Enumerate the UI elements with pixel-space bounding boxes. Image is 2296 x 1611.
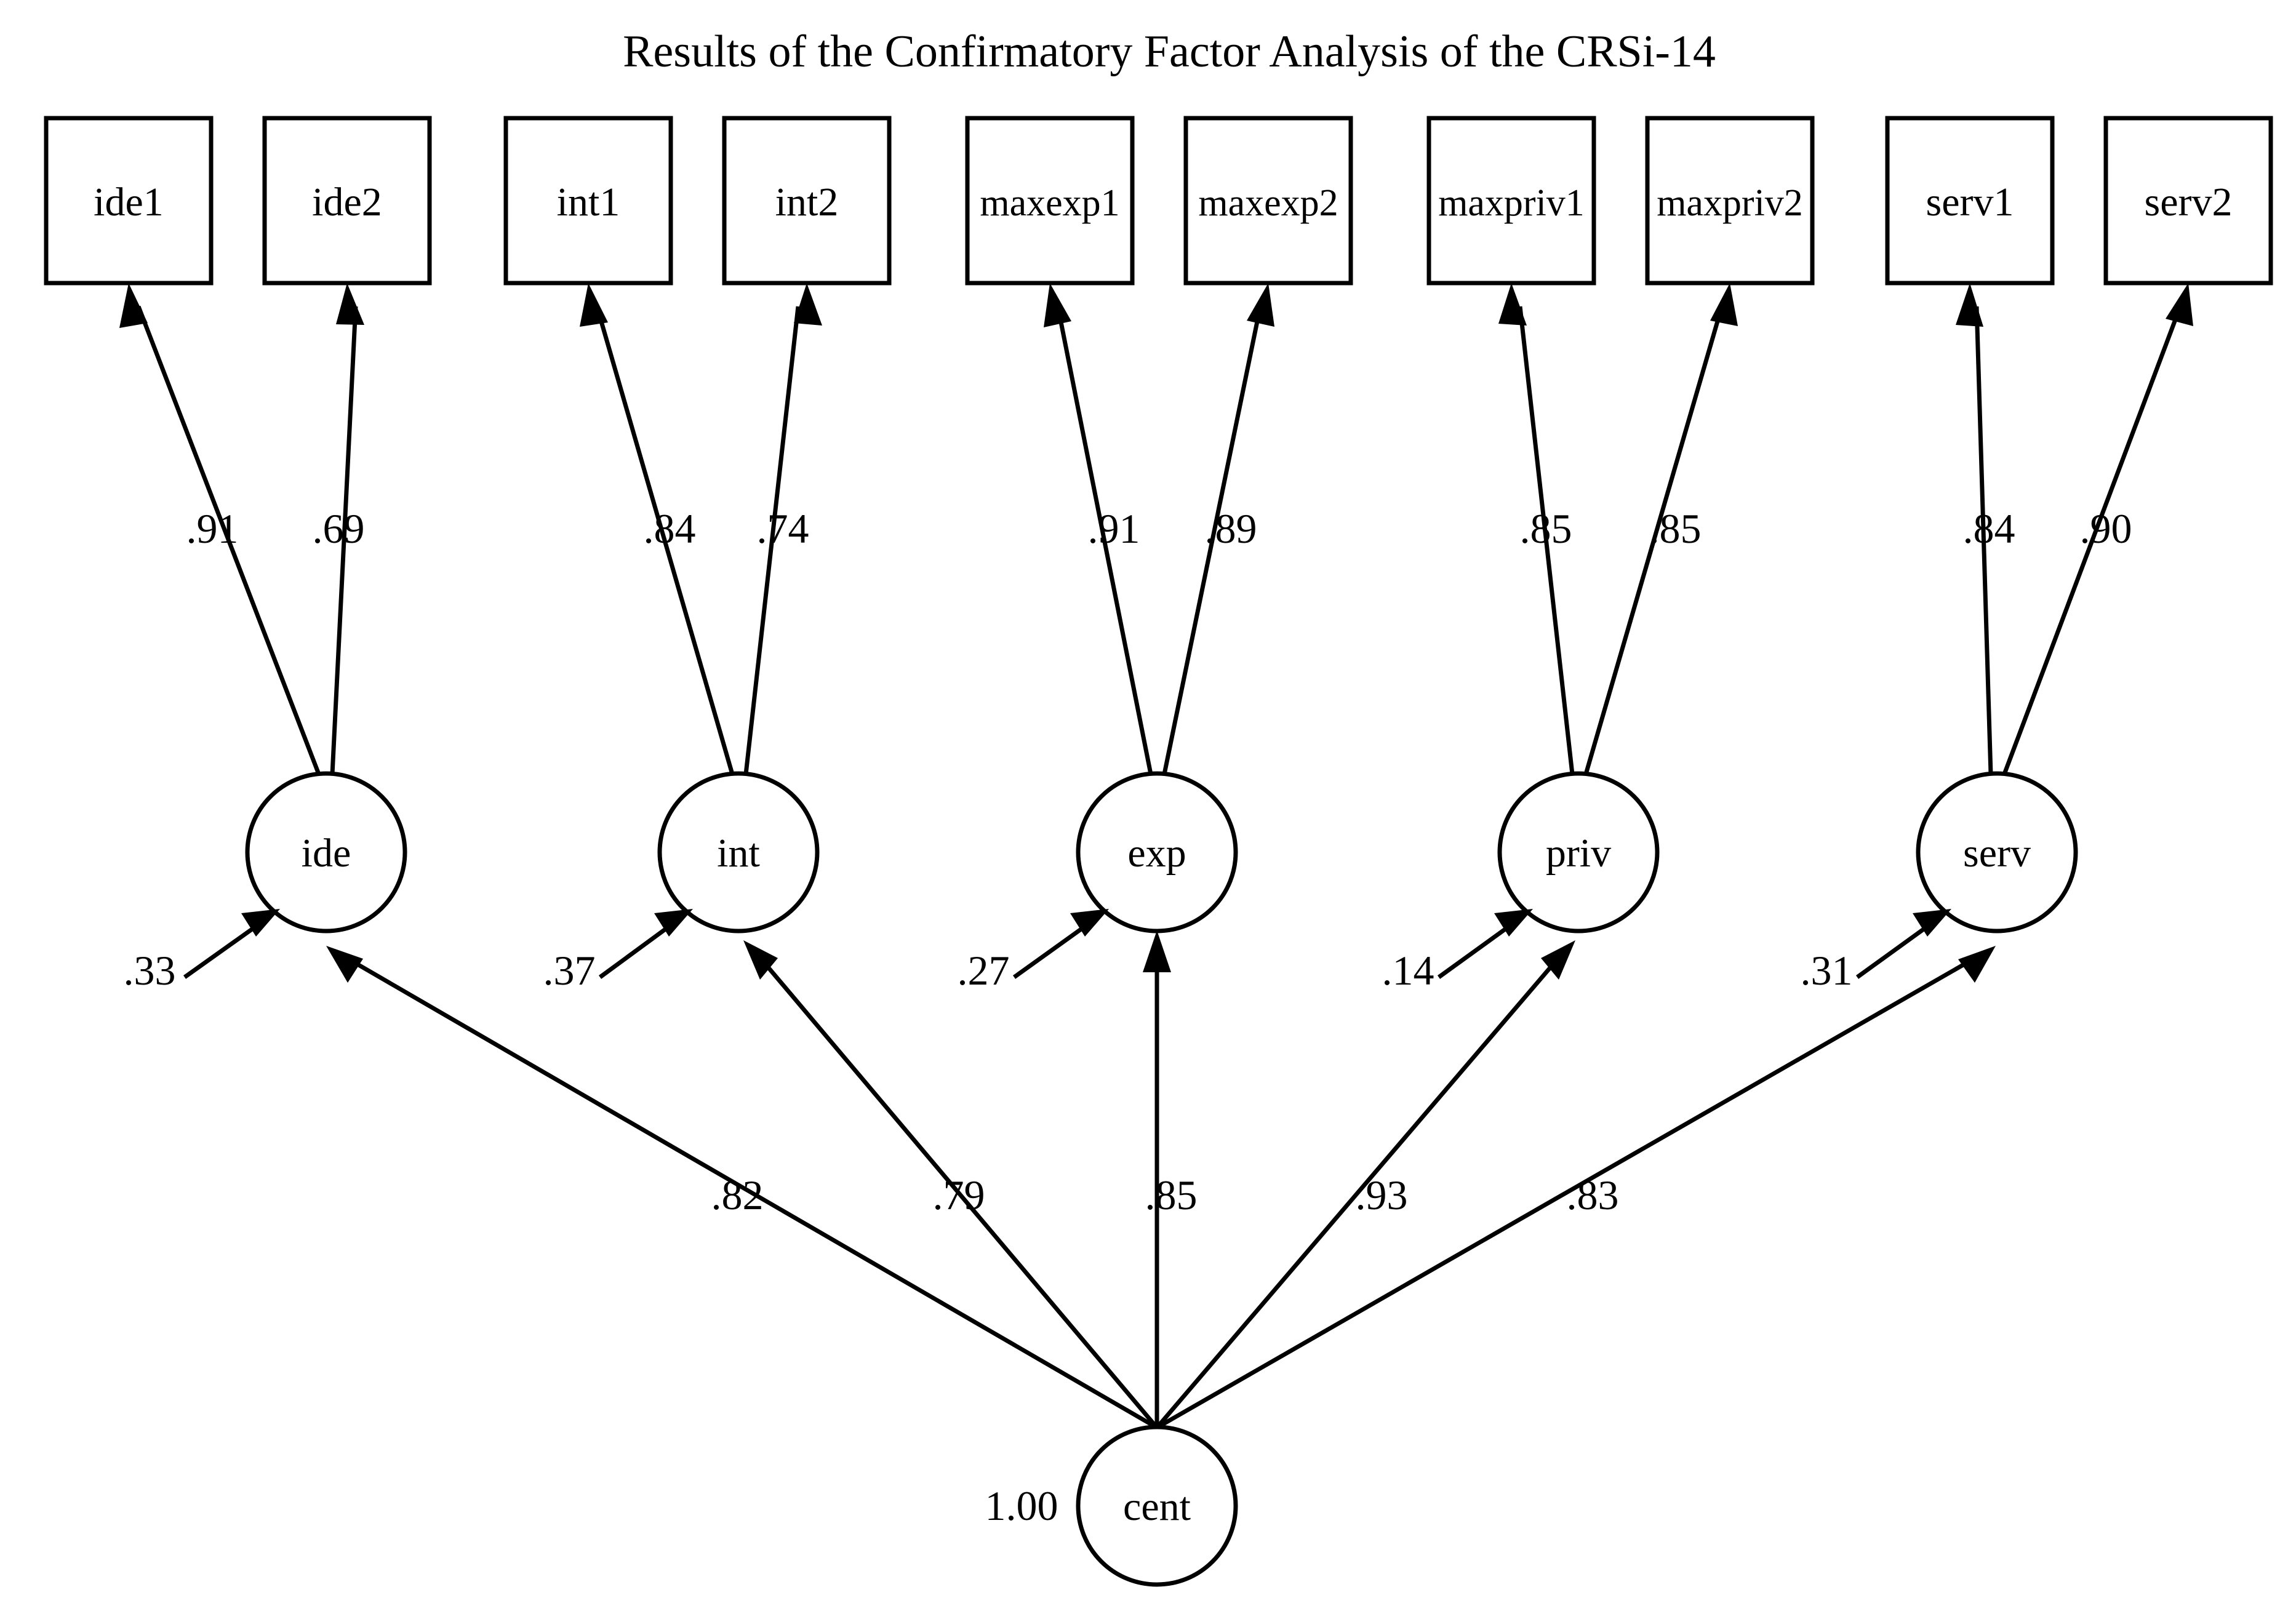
arrowhead-residual-priv <box>1494 909 1533 937</box>
observed-box-maxpriv2 <box>1645 116 1815 286</box>
arrowhead-serv2 <box>2166 283 2193 326</box>
arrowhead-residual-int <box>654 909 693 937</box>
loading-value-maxexp2: .89 <box>1205 505 1257 552</box>
observed-box-maxexp2 <box>1183 116 1353 286</box>
structural-value-exp: .85 <box>1145 1172 1198 1218</box>
variance-value-cent: 1.00 <box>985 1482 1058 1529</box>
observed-label-maxpriv1: maxpriv1 <box>1438 182 1585 224</box>
factor-circle-int <box>657 771 820 933</box>
observed-box-int1 <box>503 116 673 286</box>
residual-value-serv: .31 <box>1801 947 1853 994</box>
factor-circle-ide <box>245 771 407 933</box>
second-order-factor-circle-cent <box>1076 1425 1238 1587</box>
loading-line-ide1 <box>136 305 321 775</box>
residual-value-exp: .27 <box>958 947 1010 994</box>
loading-value-int1: .84 <box>644 505 696 552</box>
loading-line-maxexp2 <box>1162 306 1263 775</box>
arrowhead-structural-priv <box>1541 940 1575 980</box>
arrowhead-structural-serv <box>1958 946 1996 983</box>
observed-box-maxexp1 <box>965 116 1135 286</box>
observed-label-maxpriv2: maxpriv2 <box>1657 182 1803 224</box>
observed-label-maxexp2: maxexp2 <box>1198 182 1338 224</box>
loading-line-serv2 <box>2002 305 2183 775</box>
factor-label-int: int <box>717 831 760 876</box>
arrowhead-maxpriv2 <box>1710 283 1738 326</box>
loading-value-ide1: .91 <box>186 505 239 552</box>
arrowhead-ide2 <box>336 283 364 325</box>
arrowhead-structural-ide <box>326 946 363 983</box>
factor-label-ide: ide <box>302 831 351 876</box>
arrowhead-structural-int <box>743 940 778 980</box>
observed-box-ide2 <box>262 116 432 286</box>
structural-value-int: .79 <box>933 1172 985 1218</box>
arrowhead-int1 <box>580 283 608 327</box>
loading-line-maxpriv2 <box>1583 306 1724 775</box>
second-order-factor-label-cent: cent <box>1123 1484 1191 1529</box>
observed-label-maxexp1: maxexp1 <box>980 182 1119 224</box>
residual-value-priv: .14 <box>1382 947 1434 994</box>
observed-label-ide2: ide2 <box>312 180 382 225</box>
loading-value-ide2: .69 <box>313 505 365 552</box>
arrowhead-residual-serv <box>1913 909 1951 937</box>
loading-line-int1 <box>594 306 735 775</box>
loading-value-serv2: .90 <box>2080 505 2132 552</box>
loading-line-ide2 <box>330 306 358 775</box>
loading-line-maxpriv1 <box>1518 306 1575 775</box>
loading-value-serv1: .84 <box>1963 505 2015 552</box>
arrowhead-maxexp2 <box>1247 283 1274 327</box>
observed-label-ide1: ide1 <box>94 180 164 225</box>
arrowhead-residual-exp <box>1070 909 1109 937</box>
observed-box-maxpriv1 <box>1426 116 1596 286</box>
loading-value-maxpriv2: .85 <box>1649 505 1702 552</box>
residual-value-int: .37 <box>543 947 596 994</box>
arrowhead-int2 <box>794 283 822 326</box>
factor-circle-priv <box>1497 771 1660 933</box>
arrowhead-serv1 <box>1956 283 1983 327</box>
structural-value-serv: .83 <box>1567 1172 1619 1218</box>
observed-box-serv1 <box>1885 116 2055 286</box>
observed-label-serv1: serv1 <box>1926 180 2014 225</box>
factor-label-exp: exp <box>1127 831 1186 876</box>
structural-value-ide: .82 <box>711 1172 764 1218</box>
observed-label-serv2: serv2 <box>2145 180 2233 225</box>
page-title: Results of the Confirmatory Factor Analy… <box>623 26 1716 77</box>
loading-line-serv1 <box>1974 306 1993 775</box>
arrowhead-maxexp1 <box>1044 283 1071 327</box>
arrowhead-structural-exp <box>1143 930 1171 972</box>
factor-label-priv: priv <box>1546 831 1611 876</box>
loading-line-int2 <box>743 306 801 775</box>
arrowhead-residual-ide <box>241 909 280 937</box>
structural-line-priv <box>1155 951 1565 1429</box>
residual-value-ide: .33 <box>124 947 176 994</box>
factor-circle-serv <box>1916 771 2078 933</box>
loading-value-maxexp1: .91 <box>1088 505 1140 552</box>
structural-line-int <box>754 951 1159 1429</box>
arrowhead-maxpriv1 <box>1498 283 1527 326</box>
structural-value-priv: .93 <box>1356 1172 1408 1218</box>
loading-line-maxexp1 <box>1055 306 1153 775</box>
structural-line-ide <box>340 953 1158 1430</box>
observed-label-int1: int1 <box>557 180 620 225</box>
structural-line-serv <box>1156 953 1982 1430</box>
loading-value-maxpriv1: .85 <box>1520 505 1572 552</box>
factor-label-serv: serv <box>1963 831 2031 876</box>
loading-value-int2: .74 <box>757 505 809 552</box>
arrowhead-ide1 <box>119 283 148 328</box>
observed-label-int2: int2 <box>775 180 839 225</box>
observed-box-ide1 <box>44 116 214 286</box>
